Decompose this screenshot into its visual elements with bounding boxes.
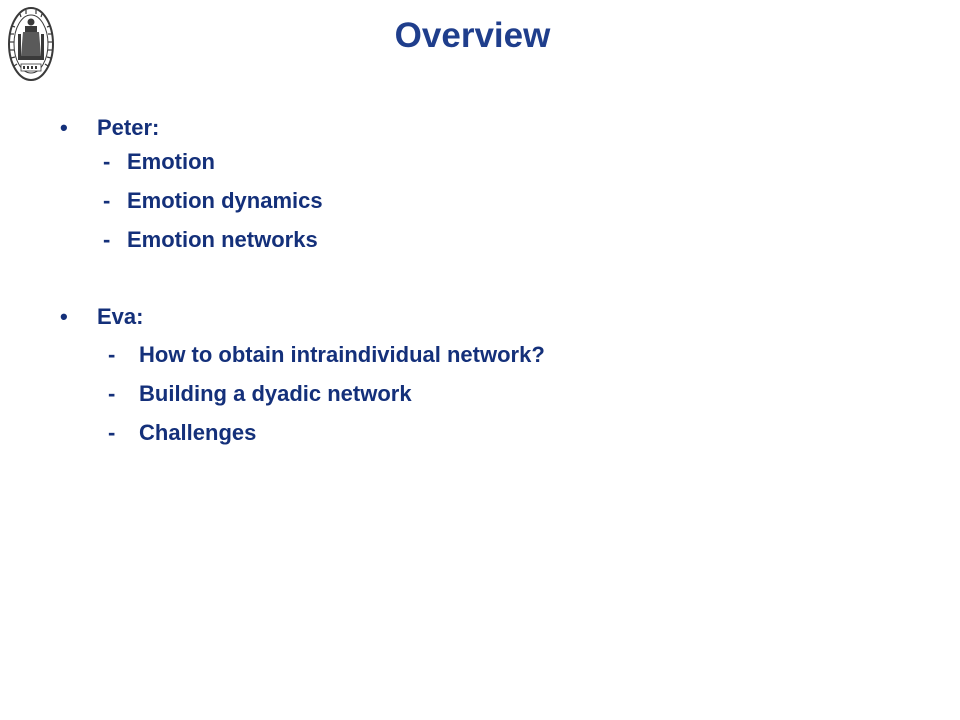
section-heading: Eva: [97,304,144,329]
sub-item-label: Emotion dynamics [127,188,323,213]
sub-item-label: Challenges [139,420,257,445]
slide-title: Overview [394,16,551,55]
dash-icon: - [108,381,116,406]
sub-item-label: How to obtain intraindividual network? [139,342,545,367]
dash-icon: - [103,149,111,174]
section-heading: Peter: [97,115,160,140]
dash-icon: - [108,342,116,367]
dash-icon: - [108,420,116,445]
university-seal-icon [6,4,56,84]
sub-item-label: Emotion networks [127,227,318,252]
sub-item-label: Building a dyadic network [139,381,412,406]
sub-item-label: Emotion [127,149,215,174]
bullet-icon: • [60,115,68,140]
dash-icon: - [103,227,111,252]
bullet-icon: • [60,304,68,329]
dash-icon: - [103,188,111,213]
